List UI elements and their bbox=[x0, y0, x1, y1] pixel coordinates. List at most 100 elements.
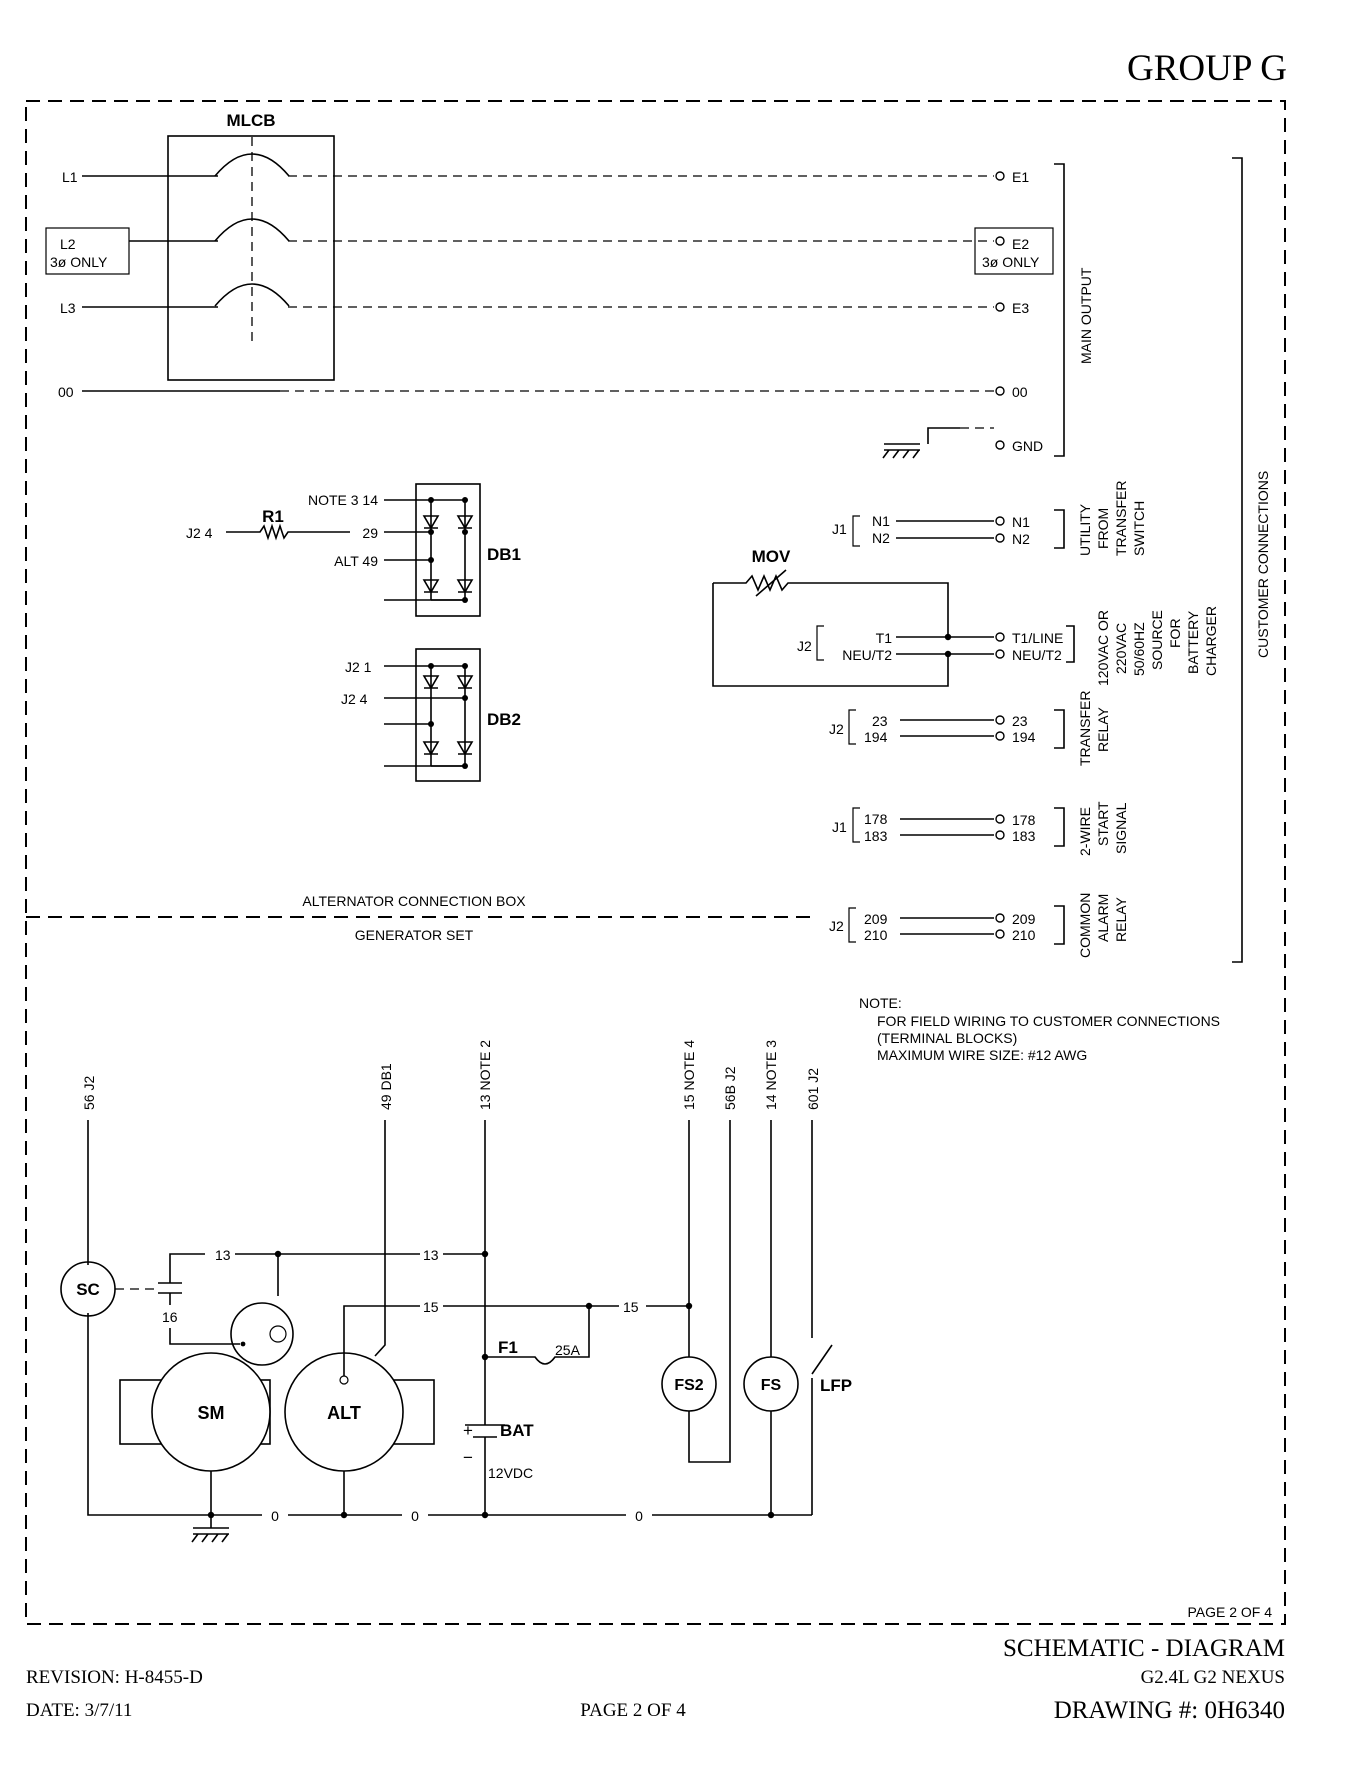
svg-text:BATTERY: BATTERY bbox=[1185, 610, 1201, 674]
n16-label: 16 bbox=[162, 1309, 178, 1325]
svg-text:MAXIMUM WIRE SIZE: #12 AWG: MAXIMUM WIRE SIZE: #12 AWG bbox=[877, 1047, 1087, 1063]
n0-a-label: 0 bbox=[271, 1508, 279, 1524]
svg-text:COMMON: COMMON bbox=[1077, 893, 1093, 958]
footer-page: PAGE 2 OF 4 bbox=[580, 1700, 686, 1721]
e2-label: E2 bbox=[1012, 236, 1029, 252]
r1-j2-label: J2 4 bbox=[186, 525, 213, 541]
r1-label: R1 bbox=[262, 507, 284, 526]
svg-text:START: START bbox=[1095, 801, 1111, 846]
svg-text:FROM: FROM bbox=[1095, 508, 1111, 549]
w178-label: 178 bbox=[864, 811, 888, 827]
db2-j2-1-label: J2 1 bbox=[345, 659, 372, 675]
mov-label: MOV bbox=[752, 547, 791, 566]
j1-n-label: J1 bbox=[832, 521, 847, 537]
frame-page-label: PAGE 2 OF 4 bbox=[1187, 1604, 1272, 1620]
w210-term-label: 210 bbox=[1012, 927, 1036, 943]
w56b-label: 56B J2 bbox=[722, 1066, 738, 1110]
svg-text:RELAY: RELAY bbox=[1095, 706, 1111, 752]
n15-a-label: 15 bbox=[423, 1299, 439, 1315]
svg-text:UTILITY: UTILITY bbox=[1077, 503, 1093, 556]
bat-minus: − bbox=[463, 1448, 473, 1467]
w194-label: 194 bbox=[864, 729, 888, 745]
footer-title: SCHEMATIC - DIAGRAM bbox=[1003, 1635, 1285, 1662]
svg-text:FOR FIELD WIRING TO CUSTOMER C: FOR FIELD WIRING TO CUSTOMER CONNECTIONS bbox=[877, 1013, 1220, 1029]
w194-term-label: 194 bbox=[1012, 729, 1036, 745]
w183-label: 183 bbox=[864, 828, 888, 844]
w209-label: 209 bbox=[864, 911, 888, 927]
svg-text:NOTE:: NOTE: bbox=[859, 995, 902, 1011]
e3-label: E3 bbox=[1012, 300, 1029, 316]
n1-term-label: N1 bbox=[1012, 514, 1030, 530]
group-title: GROUP G bbox=[1127, 48, 1287, 89]
transfer-relay-group-label: TRANSFER RELAY bbox=[1077, 691, 1111, 766]
n2-label: N2 bbox=[872, 530, 890, 546]
footer-date: DATE: 3/7/11 bbox=[26, 1700, 132, 1721]
charger-group-label: 120VAC OR 220VAC 50/60HZ SOURCE FOR BATT… bbox=[1095, 606, 1219, 686]
diode-bridge-db2: DB2 bbox=[415, 648, 521, 782]
neu-t2-term-label: NEU/T2 bbox=[1012, 647, 1062, 663]
diode-bridge-db1: DB1 bbox=[415, 483, 521, 617]
svg-text:TRANSFER: TRANSFER bbox=[1113, 481, 1129, 556]
start-signal-group-label: 2-WIRE START SIGNAL bbox=[1077, 801, 1129, 856]
svg-text:220VAC: 220VAC bbox=[1113, 623, 1129, 674]
w49-label: 49 DB1 bbox=[378, 1063, 394, 1110]
bat-plus: + bbox=[463, 1421, 473, 1440]
db2-label: DB2 bbox=[487, 710, 521, 729]
alt-label: ALT bbox=[327, 1403, 361, 1423]
svg-text:120VAC OR: 120VAC OR bbox=[1095, 610, 1111, 686]
e1-label: E1 bbox=[1012, 169, 1029, 185]
f1-label: F1 bbox=[498, 1338, 518, 1357]
main-output-label: MAIN OUTPUT bbox=[1078, 267, 1094, 364]
svg-text:RELAY: RELAY bbox=[1113, 896, 1129, 942]
fs-label: FS bbox=[761, 1377, 782, 1394]
footer-drawing: DRAWING #: 0H6340 bbox=[1054, 1697, 1285, 1724]
svg-text:CHARGER: CHARGER bbox=[1203, 606, 1219, 676]
mlcb-label: MLCB bbox=[226, 111, 275, 130]
gnd-label: GND bbox=[1012, 438, 1043, 454]
w601-label: 601 J2 bbox=[805, 1068, 821, 1110]
w183-term-label: 183 bbox=[1012, 828, 1036, 844]
db1-label: DB1 bbox=[487, 545, 521, 564]
db1-w29-label: 29 bbox=[362, 525, 378, 541]
f1-rating-label: 25A bbox=[555, 1342, 581, 1358]
w178-term-label: 178 bbox=[1012, 812, 1036, 828]
j2-transfer-label: J2 bbox=[829, 721, 844, 737]
lfp-label: LFP bbox=[820, 1376, 852, 1395]
w14n-label: 14 NOTE 3 bbox=[763, 1040, 779, 1110]
field-wiring-note: NOTE: FOR FIELD WIRING TO CUSTOMER CONNE… bbox=[859, 995, 1220, 1063]
customer-connections-label: CUSTOMER CONNECTIONS bbox=[1255, 471, 1271, 658]
n0-b-label: 0 bbox=[411, 1508, 419, 1524]
w209-term-label: 209 bbox=[1012, 911, 1036, 927]
n15-b-label: 15 bbox=[623, 1299, 639, 1315]
t1-label: T1 bbox=[876, 630, 893, 646]
svg-text:SIGNAL: SIGNAL bbox=[1113, 802, 1129, 854]
svg-text:SOURCE: SOURCE bbox=[1149, 610, 1165, 670]
bat-voltage-label: 12VDC bbox=[488, 1465, 533, 1481]
n13-a-label: 13 bbox=[215, 1247, 231, 1263]
sm-label: SM bbox=[198, 1403, 225, 1423]
starter-solenoid bbox=[230, 1302, 294, 1366]
svg-text:FOR: FOR bbox=[1167, 618, 1183, 648]
neu-t2-label: NEU/T2 bbox=[842, 647, 892, 663]
bat-label: BAT bbox=[500, 1421, 534, 1440]
n13-b-label: 13 bbox=[423, 1247, 439, 1263]
svg-text:TRANSFER: TRANSFER bbox=[1077, 691, 1093, 766]
footer-revision: REVISION: H-8455-D bbox=[26, 1667, 203, 1688]
alarm-relay-group-label: COMMON ALARM RELAY bbox=[1077, 893, 1129, 958]
t1-line-term-label: T1/LINE bbox=[1012, 630, 1063, 646]
db1-note-label: NOTE 3 14 bbox=[308, 492, 378, 508]
svg-text:50/60HZ: 50/60HZ bbox=[1131, 622, 1147, 676]
w210-label: 210 bbox=[864, 927, 888, 943]
svg-text:2-WIRE: 2-WIRE bbox=[1077, 807, 1093, 856]
l1-label: L1 bbox=[62, 169, 78, 185]
svg-text:ALARM: ALARM bbox=[1095, 894, 1111, 942]
utility-group-label: UTILITY FROM TRANSFER SWITCH bbox=[1077, 481, 1147, 556]
j2-t-label: J2 bbox=[797, 638, 812, 654]
sc-label: SC bbox=[76, 1280, 100, 1299]
n2-term-label: N2 bbox=[1012, 531, 1030, 547]
w13n-label: 13 NOTE 2 bbox=[477, 1040, 493, 1110]
generator-set-label: GENERATOR SET bbox=[355, 927, 474, 943]
footer-model: G2.4L G2 NEXUS bbox=[1141, 1667, 1285, 1688]
w23-label: 23 bbox=[872, 713, 888, 729]
